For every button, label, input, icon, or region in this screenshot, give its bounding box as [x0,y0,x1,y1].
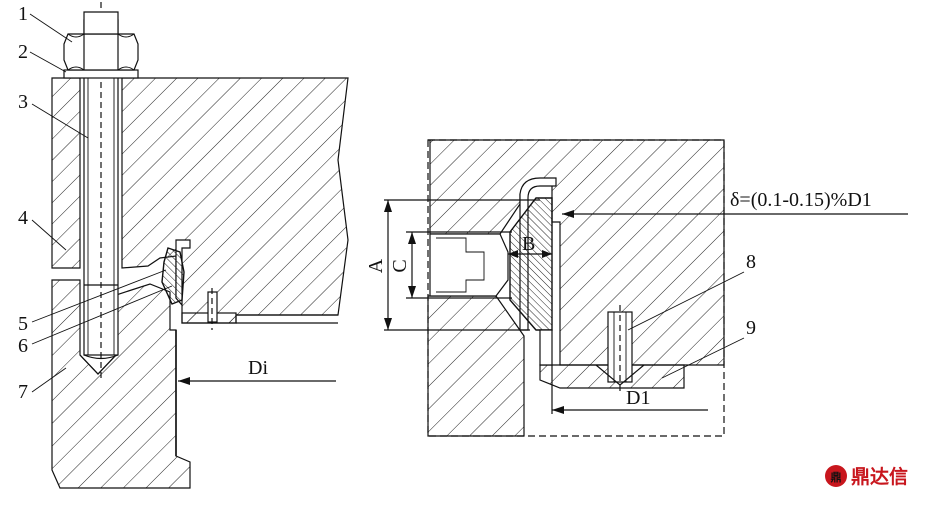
bolt-top [83,11,119,35]
clearance-formula: δ=(0.1-0.15)%D1 [730,189,872,211]
logo-mark-glyph: 鼎 [831,471,842,484]
leader-4: 4 [18,207,67,251]
nut [63,33,139,71]
nut-chamfers [67,33,135,71]
dim-c-arrow-bot [408,286,416,298]
dim-label-d1: D1 [626,387,650,409]
set-screw-left [207,291,218,323]
dim-b-arrow-right [542,250,552,258]
left-assembly: Di 1 2 3 4 5 6 7 [18,2,349,489]
dim-d1-arrow [552,406,564,414]
leader-6: 6 [18,285,173,357]
detail-gasket [509,197,553,331]
drill-point [79,354,117,375]
washer [63,69,139,79]
part-label-6: 6 [18,335,28,357]
cover-left-wall [51,77,81,269]
brand-logo: 鼎 鼎达信 [825,465,908,488]
bolt-tip [83,354,119,360]
screw-cone [595,364,645,386]
detail-body-lower [427,295,525,437]
leader-9 [661,337,745,379]
leader-2: 2 [18,41,67,73]
logo-text: 鼎达信 [851,465,908,488]
part-label-7: 7 [18,381,28,403]
dim-c-arrow-top [408,232,416,244]
right-detail: A C B δ=(0.1-0.15)%D1 D1 8 9 [365,139,908,437]
leader-3: 3 [18,91,89,139]
leader-8 [627,271,745,331]
dim-label-c: C [389,259,411,272]
detail-recess [429,233,509,297]
dim-label-a: A [365,258,387,273]
body-lower [51,279,191,489]
part-label-9: 9 [746,317,756,339]
part-label-5: 5 [18,313,28,335]
dim-label-b: B [522,233,535,255]
di-label: Di [248,357,268,379]
part-label-2: 2 [18,41,28,63]
leader-5: 5 [18,269,167,335]
dim-a-arrow-top [384,200,392,212]
part-label-1: 1 [18,3,28,25]
dim-b-arrow-left [508,250,518,258]
clearance-arrow [562,210,574,218]
leader-7: 7 [18,367,67,403]
recess-step-line [436,237,485,293]
triangular-gasket [161,247,185,305]
part-label-4: 4 [18,207,28,229]
di-arrowhead [178,377,190,385]
logo-mark-icon [825,465,847,487]
leader-1: 1 [18,3,73,43]
dim-a-arrow-bot [384,318,392,330]
detail-ring-stem [539,329,553,366]
part-label-8: 8 [746,251,756,273]
part-label-3: 3 [18,91,28,113]
